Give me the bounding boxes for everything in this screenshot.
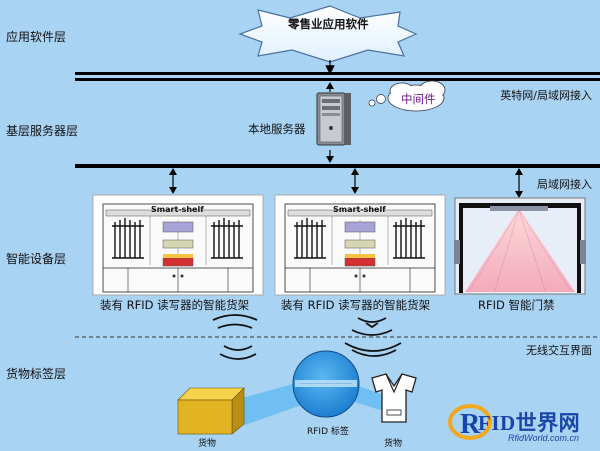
layer-label-device: 智能设备层: [6, 252, 67, 266]
local-server-label: 本地服务器: [248, 122, 306, 136]
rfid-world-logo-mark: R: [448, 404, 492, 440]
shelf2-label: 装有 RFID 读写器的智能货架: [281, 298, 431, 312]
app-software-cloud: [238, 5, 418, 63]
goods-box-icon: [177, 387, 245, 435]
layer-label-tag: 货物标签层: [6, 367, 67, 381]
logo-main-text: FID世界网: [478, 411, 581, 435]
gate-label: RFID 智能门禁: [478, 298, 555, 312]
smart-shelf-2: [274, 194, 446, 296]
shelf2-caption: Smart-shelf: [333, 205, 386, 214]
app-software-label: 零售业应用软件: [288, 17, 369, 31]
internet-lan-label: 英特网/局域网接入: [500, 89, 592, 102]
layer-label-application: 应用软件层: [6, 30, 67, 44]
smart-shelf-1: [92, 194, 264, 296]
goods-label-1: 货物: [198, 439, 217, 449]
layer-label-server: 基层服务器层: [6, 124, 79, 138]
middleware-cloud: [368, 80, 446, 112]
shelf1-label: 装有 RFID 读写器的智能货架: [100, 298, 250, 312]
goods-label-2: 货物: [384, 439, 403, 449]
lan-bus-line: [75, 164, 600, 168]
internet-bus-line-top: [75, 72, 600, 75]
lan-label: 局域网接入: [537, 178, 592, 191]
server-icon: [316, 92, 351, 146]
shirt-icon: [371, 373, 417, 423]
rfid-tag-label: RFID 标签: [307, 427, 349, 437]
shelf1-caption: Smart-shelf: [151, 205, 204, 214]
middleware-label: 中间件: [401, 92, 436, 106]
logo-sub-text: RfidWorld.com.cn: [508, 433, 580, 443]
rfid-world-logo[interactable]: FID世界网 RfidWorld.com.cn: [448, 403, 598, 448]
wireless-interface-label: 无线交互界面: [526, 344, 592, 357]
rfid-gate: [454, 197, 586, 295]
beam-to-box: [228, 382, 310, 425]
svg-text:R: R: [460, 409, 481, 440]
internet-bus-line-bottom: [75, 78, 600, 81]
radio-waves: [212, 314, 402, 360]
beam-to-shirt: [348, 385, 392, 410]
rfid-tag-icon: [292, 350, 360, 418]
